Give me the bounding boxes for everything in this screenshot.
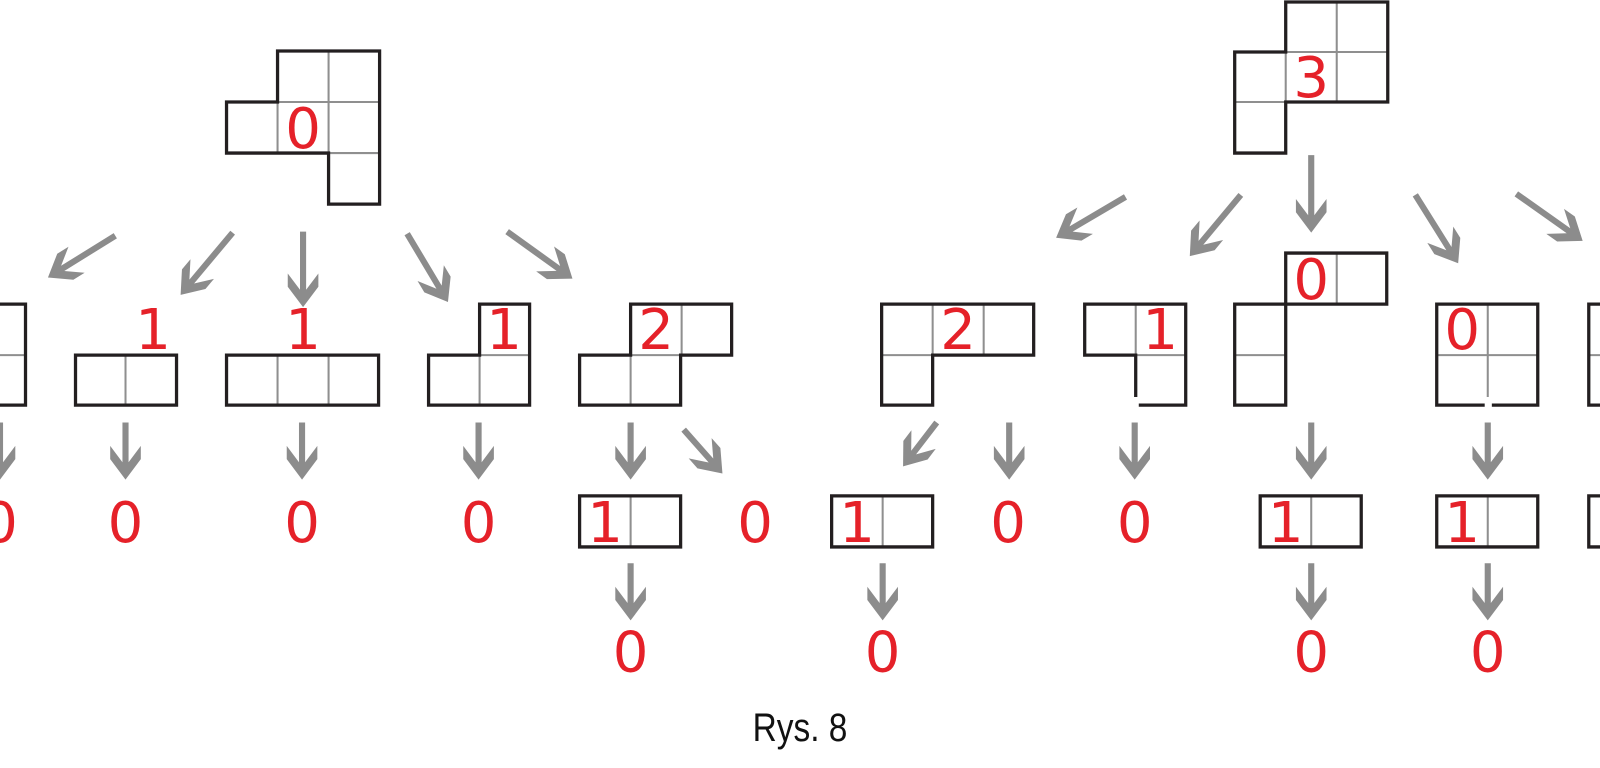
node-label: 0 — [737, 491, 773, 556]
edge-arrow — [180, 230, 236, 295]
node-label: 0 — [1293, 248, 1329, 313]
node-label: 0 — [284, 491, 320, 556]
child-node: 1 — [1083, 298, 1188, 407]
edge-arrow — [1295, 422, 1327, 480]
polyomino-outline — [1435, 302, 1540, 407]
child-node: 1 — [426, 298, 532, 407]
polyomino-outline — [0, 302, 28, 407]
child-node — [1587, 302, 1600, 407]
edge-arrow — [681, 427, 723, 474]
polyomino-outline — [829, 494, 935, 549]
edge-arrow — [615, 563, 646, 621]
node-label: 0 — [461, 491, 497, 556]
node-label: 1 — [285, 298, 321, 363]
node-label: 0 — [865, 620, 901, 685]
edge-arrow — [404, 232, 451, 303]
node-label: 0 — [1444, 298, 1480, 363]
edge-arrow — [903, 420, 940, 467]
edge-arrow — [463, 422, 494, 480]
edge-arrow — [1295, 155, 1327, 233]
grid-lines — [1436, 304, 1538, 397]
grandchild-node — [1587, 494, 1600, 549]
edge-arrow — [867, 563, 898, 621]
edge-arrow — [1412, 193, 1461, 264]
edge-arrow — [47, 233, 117, 280]
grid-lines — [478, 354, 530, 406]
edge-arrow — [1472, 422, 1504, 480]
polyomino-outline — [224, 353, 381, 407]
edge-arrow — [1295, 563, 1327, 621]
polyomino-outline — [577, 494, 683, 549]
node-label: 0 — [1293, 620, 1329, 685]
figure-caption: Rys. 8 — [753, 705, 848, 749]
node-label: 1 — [1142, 298, 1178, 363]
edge-arrow — [1056, 194, 1128, 241]
node-label: 3 — [1293, 46, 1329, 111]
polyomino-outline — [1258, 494, 1363, 549]
polyomino-outline — [1435, 494, 1540, 549]
edge-arrow — [1514, 191, 1583, 242]
grid-lines — [1134, 304, 1186, 357]
grid-lines — [629, 304, 683, 406]
edge-arrow — [110, 422, 141, 480]
edge-arrow — [0, 422, 16, 480]
child-node: 0 — [1435, 298, 1540, 407]
node-label: 1 — [1268, 491, 1304, 556]
node-label: 0 — [108, 491, 144, 556]
node-label: 2 — [940, 298, 976, 363]
polyomino-outline — [426, 302, 532, 407]
node-label: 1 — [1444, 491, 1480, 556]
grid-lines — [881, 304, 985, 357]
polyomino-outline — [1587, 494, 1600, 549]
node-label: 1 — [587, 491, 623, 556]
grid-lines — [1234, 2, 1388, 104]
node-label: 0 — [990, 491, 1026, 556]
tree-left: 0 1 1 1 2 — [0, 49, 773, 685]
node-label: 2 — [638, 298, 674, 363]
node-label: 1 — [135, 298, 171, 363]
polyomino-outline — [577, 302, 734, 407]
child-node: 2 — [577, 298, 734, 407]
root-node: 0 — [224, 49, 382, 206]
node-label: 0 — [285, 97, 321, 162]
grid-lines — [276, 51, 380, 155]
child-node: 0 — [1233, 248, 1389, 407]
node-label: 0 — [1117, 491, 1153, 556]
edge-arrow — [287, 231, 319, 308]
edge-arrow — [505, 229, 573, 280]
polyomino-outline — [1587, 302, 1600, 407]
edge-arrow — [993, 422, 1025, 480]
polyomino-outline — [1233, 251, 1389, 407]
edge-arrow — [1189, 192, 1244, 257]
grandchild-node: 1 — [577, 491, 683, 556]
polyomino-outline — [224, 49, 382, 206]
polyomino-outline — [73, 353, 179, 407]
node-label: 1 — [486, 298, 522, 363]
node-label: 0 — [613, 620, 649, 685]
edge-arrow — [286, 422, 318, 480]
edge-arrow — [1472, 563, 1504, 621]
polyomino-outline — [1233, 0, 1390, 155]
child-node: 2 — [879, 298, 1036, 407]
child-node — [0, 302, 28, 407]
child-node: 1 — [224, 298, 381, 407]
node-label: 1 — [839, 491, 875, 556]
grandchild-node: 1 — [1435, 491, 1540, 556]
tree-right: 3 2 1 0 0 — [829, 0, 1600, 685]
child-node: 1 — [73, 298, 179, 407]
grandchild-node: 1 — [1258, 491, 1363, 556]
node-label: 0 — [1470, 620, 1506, 685]
edge-arrow — [1119, 422, 1150, 480]
node-label: 0 — [0, 491, 18, 556]
polyomino-outline — [1083, 302, 1188, 407]
grandchild-node: 1 — [829, 491, 935, 556]
grid-lines — [1234, 253, 1338, 357]
grid-lines — [276, 355, 330, 406]
root-node: 3 — [1233, 0, 1390, 155]
edge-arrow — [615, 422, 646, 480]
polyomino-outline — [879, 302, 1036, 407]
